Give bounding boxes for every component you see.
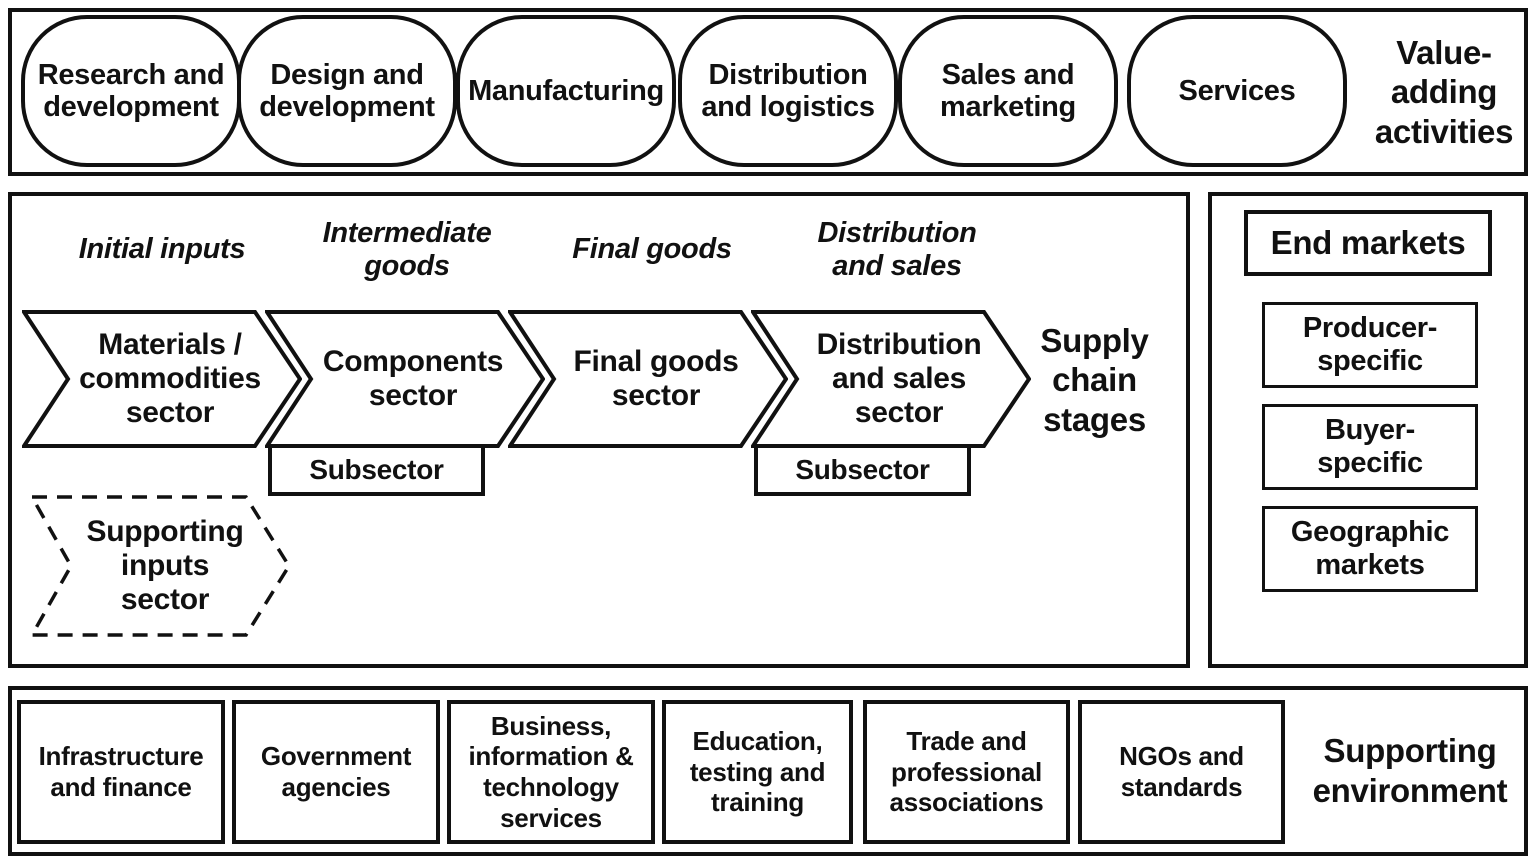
activity-shape-services: Services [1127,15,1347,167]
env-box-infrastructure-finance: Infrastructure and finance [17,700,225,844]
activity-shape-manufacturing: Manufacturing [456,15,676,167]
supporting-environment-title: Supporting environment [1312,732,1508,809]
chevron-arrow-shape [265,310,545,448]
subsector-box-components: Subsector [268,444,485,496]
stage-header-intermediate-goods: Intermediate goods [322,216,492,282]
end-market-producer-specific: Producer- specific [1262,302,1478,388]
supporting-inputs-label: Supporting inputs sector [86,515,244,616]
sector-arrow-components: Components sector [265,310,545,448]
end-markets-panel: End markets Producer- specific Buyer- sp… [1208,192,1528,668]
env-box-government-agencies: Government agencies [232,700,440,844]
env-box-education-testing-training: Education, testing and training [662,700,853,844]
sector-label: Components sector [322,345,504,412]
chevron-arrow-shape [22,310,302,448]
subsector-box-distribution-sales: Subsector [754,444,971,496]
dashed-chevron-arrow-shape [29,495,292,637]
activity-shape-sales-marketing: Sales and marketing [898,15,1118,167]
end-market-buyer-specific: Buyer- specific [1262,404,1478,490]
end-market-geographic-markets: Geographic markets [1262,506,1478,592]
value-adding-activities-band: Research and development Design and deve… [8,8,1528,176]
sector-arrow-final-goods: Final goods sector [508,310,788,448]
env-box-trade-professional-assoc: Trade and professional associations [863,700,1070,844]
supporting-environment-band: Infrastructure and finance Government ag… [8,686,1528,856]
chevron-arrow-shape [751,310,1031,448]
sector-arrow-distribution-sales: Distribution and sales sector [751,310,1031,448]
env-box-business-info-technology: Business, information & technology servi… [447,700,655,844]
chevron-arrow-shape [508,310,788,448]
sector-label: Distribution and sales sector [816,328,982,429]
env-box-ngos-standards: NGOs and standards [1078,700,1285,844]
stage-header-final-goods: Final goods [572,233,732,266]
supporting-inputs-arrow: Supporting inputs sector [29,495,292,637]
value-adding-activities-title: Value- adding activities [1374,33,1514,150]
activity-shape-distribution-logistics: Distribution and logistics [678,15,898,167]
supply-chain-stages-band: Initial inputs Intermediate goods Final … [8,192,1190,668]
sector-label: Materials / commodities sector [79,328,261,429]
supply-chain-stages-title: Supply chain stages [1040,321,1149,438]
stage-header-initial-inputs: Initial inputs [78,233,246,266]
activity-shape-research-development: Research and development [21,15,241,167]
sector-arrow-materials-commodities: Materials / commodities sector [22,310,302,448]
end-markets-title-box: End markets [1244,210,1492,276]
sector-label: Final goods sector [573,345,739,412]
stage-header-distribution-sales: Distribution and sales [817,216,977,282]
activity-shape-design-development: Design and development [237,15,457,167]
